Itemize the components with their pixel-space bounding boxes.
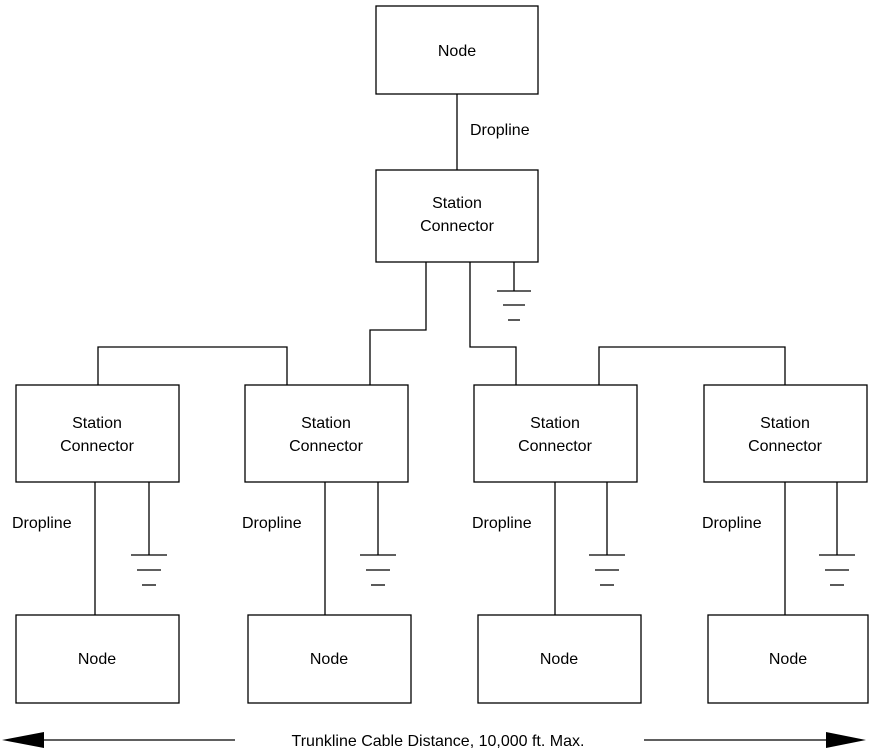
station-line1: Station (760, 415, 810, 432)
node-label: Node (540, 651, 578, 668)
branch-4: Station Connector Dropline Node (702, 384, 869, 704)
station-connector: Station Connector (473, 384, 638, 483)
node: Node (15, 614, 180, 704)
station-line2: Connector (518, 438, 592, 455)
ground-icon (360, 482, 396, 586)
branch-1: Station Connector Dropline Node (12, 384, 180, 704)
trunk-wiring-right (469, 262, 786, 385)
trunkline-label: Trunkline Cable Distance, 10,000 ft. Max… (292, 733, 585, 750)
node: Node (477, 614, 642, 704)
dropline-label: Dropline (12, 515, 72, 532)
node: Node (247, 614, 412, 704)
station-line1: Station (530, 415, 580, 432)
ground-icon (589, 482, 625, 586)
top-node: Node (375, 5, 539, 95)
node: Node (707, 614, 869, 704)
top-station-line2: Connector (420, 218, 494, 235)
ground-icon (131, 482, 167, 586)
station-line2: Connector (289, 438, 363, 455)
top-dropline-label: Dropline (470, 122, 530, 139)
branch-2: Station Connector Dropline Node (242, 384, 412, 704)
ground-icon (819, 482, 855, 586)
station-line2: Connector (748, 438, 822, 455)
station-connector: Station Connector (15, 384, 180, 483)
station-line1: Station (72, 415, 122, 432)
branch-3: Station Connector Dropline Node (472, 384, 642, 704)
arrow-right-icon (826, 732, 866, 748)
station-line2: Connector (60, 438, 134, 455)
trunk-wiring-left (97, 262, 427, 385)
top-station-line1: Station (432, 195, 482, 212)
station-connector: Station Connector (703, 384, 868, 483)
station-line1: Station (301, 415, 351, 432)
station-connector: Station Connector (244, 384, 409, 483)
node-label: Node (769, 651, 807, 668)
node-label: Node (310, 651, 348, 668)
dropline-label: Dropline (472, 515, 532, 532)
top-station-connector: Station Connector (375, 169, 539, 263)
top-node-label: Node (438, 43, 476, 60)
dropline-label: Dropline (702, 515, 762, 532)
trunkline-distance: Trunkline Cable Distance, 10,000 ft. Max… (2, 732, 866, 750)
node-label: Node (78, 651, 116, 668)
ground-icon (497, 262, 531, 321)
arrow-left-icon (2, 732, 44, 748)
dropline-label: Dropline (242, 515, 302, 532)
